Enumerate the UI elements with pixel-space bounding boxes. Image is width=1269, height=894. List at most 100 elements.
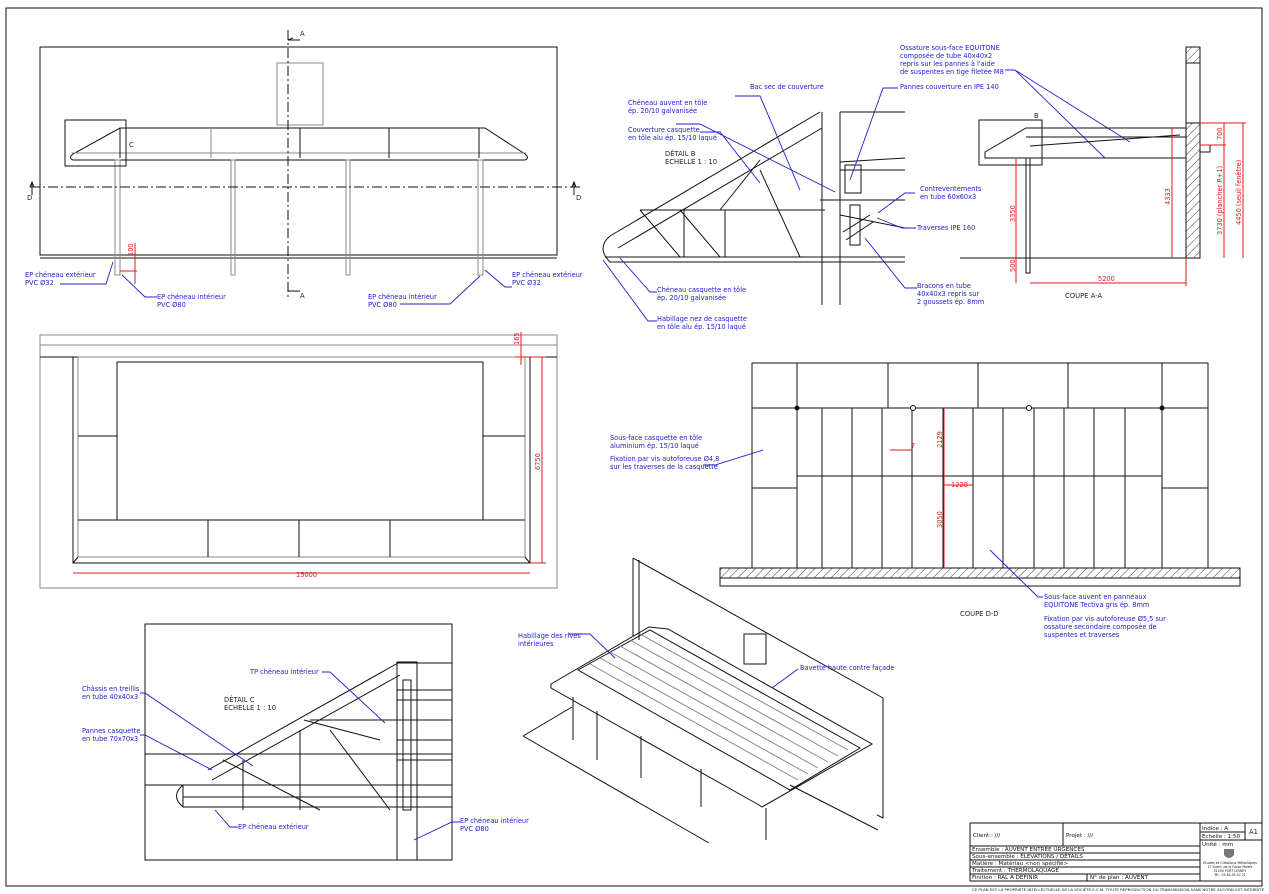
indice-field: Indice : A — [1202, 826, 1228, 832]
label-bavette: Bavette haute contre façade — [800, 664, 894, 672]
label-bac-sec: Bac sec de couverture — [750, 83, 824, 91]
section-a-label-bottom: A — [300, 292, 305, 300]
label-cheneau-auvent-2: ép. 20/10 galvanisée — [628, 107, 697, 115]
section-d-label-left: D — [27, 194, 32, 202]
label-cheneau-casquette-2: ép. 20/10 galvanisée — [657, 294, 726, 302]
label-habillage-rives-1: Habillage des rives — [518, 632, 581, 640]
dim-1220: 1220 — [951, 481, 968, 489]
label-bracons-2: 40x40x3 repris sur — [917, 290, 979, 298]
plan-no-field: N° de plan : AUVENT — [1090, 875, 1149, 881]
label-sous-face-casquette-1: Sous-face casquette en tôle — [610, 434, 702, 442]
finition-field: Finition : RAL À DÉFINIR — [972, 873, 1038, 881]
label-chassis-1: Châssis en treillis — [82, 685, 140, 693]
label-pannes-ipe140: Pannes couverture en IPE 140 — [900, 83, 999, 91]
label-tp-cheneau: TP chéneau intérieur — [249, 668, 319, 676]
label-traverses: Traverses IPE 160 — [916, 224, 975, 232]
dim-100: 100 — [127, 243, 135, 256]
label-couverture-2: en tôle alu ép. 15/10 laqué — [628, 134, 717, 142]
ep-int-right-2: PVC Ø80 — [368, 301, 397, 309]
dim-500: 500 — [1009, 259, 1017, 272]
dim-5200: 5200 — [1098, 275, 1115, 283]
label-habillage-rives-2: intérieures — [518, 640, 554, 648]
traitement-field: Traitement : THERMOLAQUAGE — [971, 868, 1059, 874]
company-address-1: 17 chem. de la Fosse Maitre — [1208, 865, 1253, 869]
ep-int-right-1: EP chéneau intérieur — [368, 293, 437, 301]
label-sous-face-auvent-2: EQUITONE Tectiva gris ép. 8mm — [1044, 601, 1149, 609]
label-contreventements-2: en tube 60x60x3 — [920, 193, 976, 201]
label-bracons-3: 2 goussets ép. 8mm — [917, 298, 984, 306]
label-ossature-1: Ossature sous-face EQUITONE — [900, 44, 1000, 52]
label-habillage-nez-1: Habillage nez de casquette — [657, 315, 747, 323]
dim-7: 7 — [911, 442, 915, 450]
dim-165: 165 — [513, 332, 521, 345]
elevation-view: C A A D D 100 EP chéneau extérieur PVC Ø… — [25, 30, 583, 309]
label-cheneau-casquette-1: Chéneau casquette en tôle — [657, 286, 746, 294]
label-bracons-1: Bracons en tube — [917, 282, 971, 290]
dim-6750: 6750 — [534, 453, 542, 470]
dim-15000: 15000 — [296, 571, 317, 579]
section-d-label-right: D — [576, 194, 581, 202]
detail-b-ref: B — [1034, 112, 1039, 120]
format-field: A1 — [1249, 828, 1258, 836]
label-cheneau-auvent-1: Chéneau auvent en tôle — [628, 99, 707, 107]
section-a-label-top: A — [300, 30, 305, 38]
dim-3050: 3050 — [936, 511, 944, 528]
ep-int-left-1: EP chéneau intérieur — [157, 293, 226, 301]
ep-ext-left-2: PVC Ø32 — [25, 279, 54, 287]
detail-b-title-1: DÉTAIL B — [665, 149, 696, 158]
ep-ext-right-1: EP chéneau extérieur — [512, 271, 583, 279]
title-block: Client : /// Projet : /// Indice : A Ech… — [969, 822, 1265, 892]
dim-4450: 4450 (seuil fenêtre) — [1235, 160, 1243, 225]
unite-field: Unité : mm — [1202, 841, 1233, 848]
company-address-2: 51200 PORT LESNEY — [1214, 869, 1247, 873]
label-ossature-3: repris sur les pannes à l'aide — [900, 60, 995, 68]
detail-c-title-2: ECHELLE 1 : 10 — [224, 704, 276, 712]
label-ep-int-2: PVC Ø80 — [460, 825, 489, 833]
detail-b-title-2: ECHELLE 1 : 10 — [665, 158, 717, 166]
label-fixation-55-2: ossature secondaire composée de — [1044, 623, 1157, 631]
ep-ext-left-1: EP chéneau extérieur — [25, 271, 96, 279]
label-sous-face-casquette-2: aluminium ép. 15/10 laqué — [610, 442, 699, 450]
ep-int-left-2: PVC Ø80 — [157, 301, 186, 309]
matiere-field: Matière : Matériau <non spécifié> — [972, 860, 1068, 867]
detail-c-title-1: DÉTAIL C — [224, 695, 255, 704]
ensemble-field: Ensemble : AUVENT ENTRÉE URGENCES — [972, 845, 1085, 853]
sous-ensemble-field: Sous-ensemble : ÉLEVATIONS / DÉTAILS — [972, 852, 1083, 860]
echelle-field: Echelle : 1:50 — [1202, 834, 1241, 840]
coupe-dd-title: COUPE D-D — [960, 610, 999, 618]
label-pannes-casquette-1: Pannes casquette — [82, 727, 140, 735]
projet-field: Projet : /// — [1066, 833, 1093, 839]
isometric-view: Habillage des rives intérieures Bavette … — [518, 557, 894, 844]
detail-c-ref: C — [129, 141, 134, 149]
label-fixation-48-1: Fixation par vis autoforeuse Ø4,8 — [610, 455, 719, 463]
sheet-border — [5, 7, 1263, 887]
label-sous-face-auvent-1: Sous-face auvent en panneaux — [1044, 593, 1147, 601]
company-logo-icon — [1224, 849, 1234, 858]
label-fixation-55-1: Fixation par vis autoforeuse Ø5,5 sur — [1044, 615, 1166, 623]
label-habillage-nez-2: en tôle alu ép. 15/10 laqué — [657, 323, 746, 331]
company-phone: Tél : 03.84.95.07.21 — [1213, 873, 1246, 877]
dim-3350: 3350 — [1009, 205, 1017, 222]
copyright-note: CE PLAN EST LA PROPRIÉTÉ INTELLECTUELLE … — [972, 887, 1265, 892]
dim-4333: 4333 — [1164, 188, 1172, 205]
dim-3730: 3730 (plancher R+1) — [1216, 166, 1224, 235]
label-contreventements-1: Contreventements — [920, 185, 982, 193]
label-couverture-1: Couverture casquette — [628, 126, 700, 134]
detail-b-view: DÉTAIL B ECHELLE 1 : 10 Chéneau auvent e… — [602, 44, 1131, 331]
label-ep-ext: EP chéneau extérieur — [238, 823, 309, 831]
label-ossature-2: composée de tube 40x40x2 — [900, 52, 992, 60]
coupe-aa-title: COUPE A-A — [1065, 292, 1102, 300]
company-name: Etudes et Créations Métalliques — [1203, 861, 1257, 865]
label-fixation-55-3: suspentes et traverses — [1044, 631, 1120, 639]
ep-ext-right-2: PVC Ø32 — [512, 279, 541, 287]
detail-c-view: DÉTAIL C ECHELLE 1 : 10 TP chéneau intér… — [82, 623, 529, 861]
dim-2129: 2129 — [936, 431, 944, 448]
client-field: Client : /// — [973, 833, 1000, 839]
label-ep-int-1: EP chéneau intérieur — [460, 817, 529, 825]
label-fixation-48-2: sur les traverses de la casquette — [610, 463, 718, 471]
label-ossature-4: de suspentes en tige filetée M8 — [900, 68, 1004, 76]
coupe-dd-view: 2129 3050 1220 7 Sous-face casquette en … — [610, 362, 1241, 639]
plan-view: 15000 6750 165 — [39, 332, 558, 589]
coupe-aa-view: B 3350 500 4333 700 3730 (plancher R+1) … — [960, 46, 1246, 300]
